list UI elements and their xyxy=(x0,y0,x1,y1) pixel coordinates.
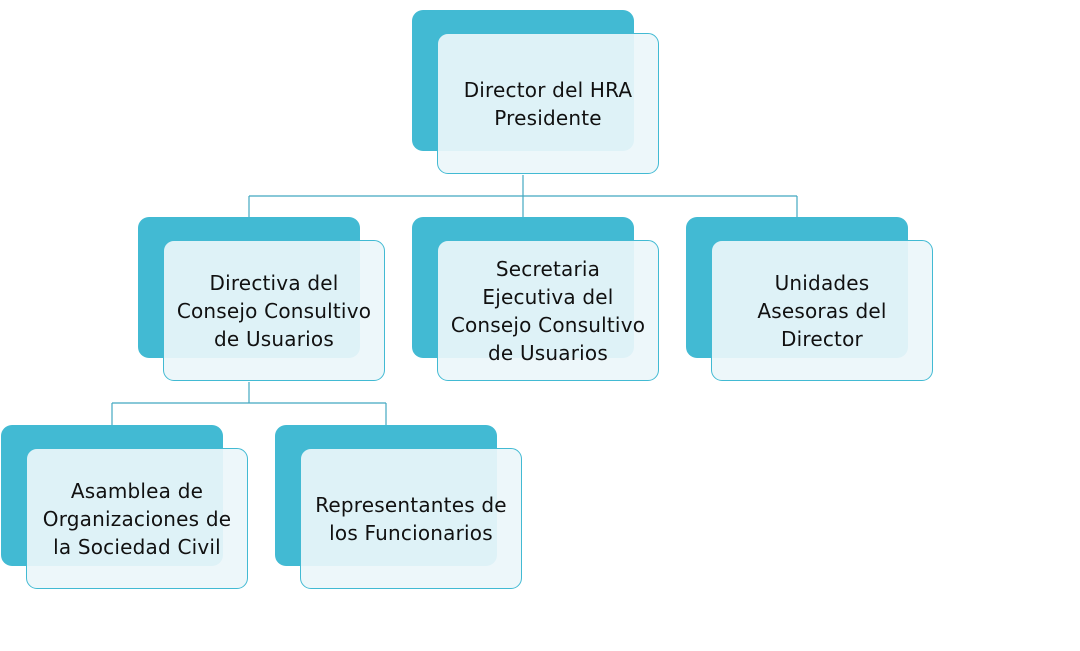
node-asamblea-label: Asamblea de Organizaciones de la Socieda… xyxy=(42,478,232,559)
node-secretaria-label: Secretaria Ejecutiva del Consejo Consult… xyxy=(450,256,646,365)
node-representantes-label: Representantes de los Funcionarios xyxy=(315,492,507,545)
node-unidades-label: Unidades Asesoras del Director xyxy=(757,270,887,351)
node-unidades-box: Unidades Asesoras del Director xyxy=(711,240,933,381)
node-director-box: Director del HRA Presidente xyxy=(437,33,659,174)
node-directiva-box: Directiva del Consejo Consultivo de Usua… xyxy=(163,240,385,381)
node-representantes-box: Representantes de los Funcionarios xyxy=(300,448,522,589)
node-asamblea-box: Asamblea de Organizaciones de la Socieda… xyxy=(26,448,248,589)
node-director-label: Director del HRA Presidente xyxy=(463,77,633,130)
node-secretaria-box: Secretaria Ejecutiva del Consejo Consult… xyxy=(437,240,659,381)
node-directiva-label: Directiva del Consejo Consultivo de Usua… xyxy=(176,270,372,351)
